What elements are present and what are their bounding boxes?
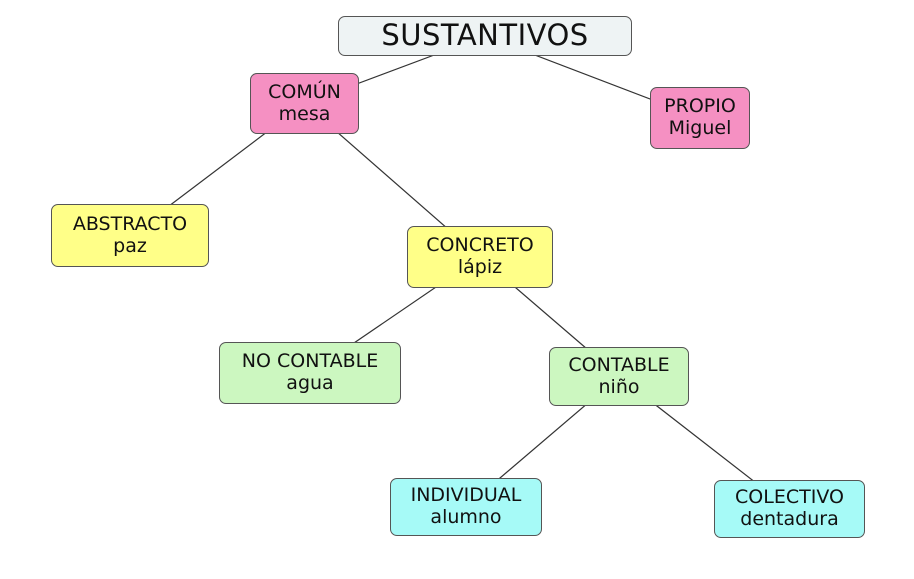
node-example: alumno — [430, 506, 502, 528]
node-individual[interactable]: INDIVIDUAL alumno — [390, 478, 542, 536]
node-no-contable[interactable]: NO CONTABLE agua — [219, 342, 401, 404]
node-comun[interactable]: COMÚN mesa — [250, 73, 359, 134]
node-title: SUSTANTIVOS — [381, 18, 589, 53]
node-example: mesa — [278, 102, 331, 125]
node-example: dentadura — [740, 508, 839, 530]
node-concreto[interactable]: CONCRETO lápiz — [407, 226, 553, 288]
node-title: ABSTRACTO — [72, 212, 188, 235]
node-title: INDIVIDUAL — [410, 484, 522, 507]
node-example: paz — [113, 234, 147, 257]
node-example: lápiz — [457, 256, 503, 278]
node-example: Miguel — [668, 117, 732, 139]
node-example: agua — [286, 372, 334, 394]
node-title: CONCRETO — [426, 234, 534, 257]
node-propio[interactable]: PROPIO Miguel — [650, 87, 750, 149]
node-contable[interactable]: CONTABLE niño — [549, 347, 689, 406]
node-title: PROPIO — [664, 95, 736, 118]
node-title: COMÚN — [268, 80, 341, 103]
node-example: niño — [598, 375, 640, 398]
node-sustantivos[interactable]: SUSTANTIVOS — [338, 16, 632, 56]
node-title: CONTABLE — [568, 353, 670, 376]
node-colectivo[interactable]: COLECTIVO dentadura — [714, 480, 865, 538]
node-title: COLECTIVO — [735, 486, 844, 509]
node-abstracto[interactable]: ABSTRACTO paz — [51, 204, 209, 267]
node-title: NO CONTABLE — [241, 350, 379, 373]
